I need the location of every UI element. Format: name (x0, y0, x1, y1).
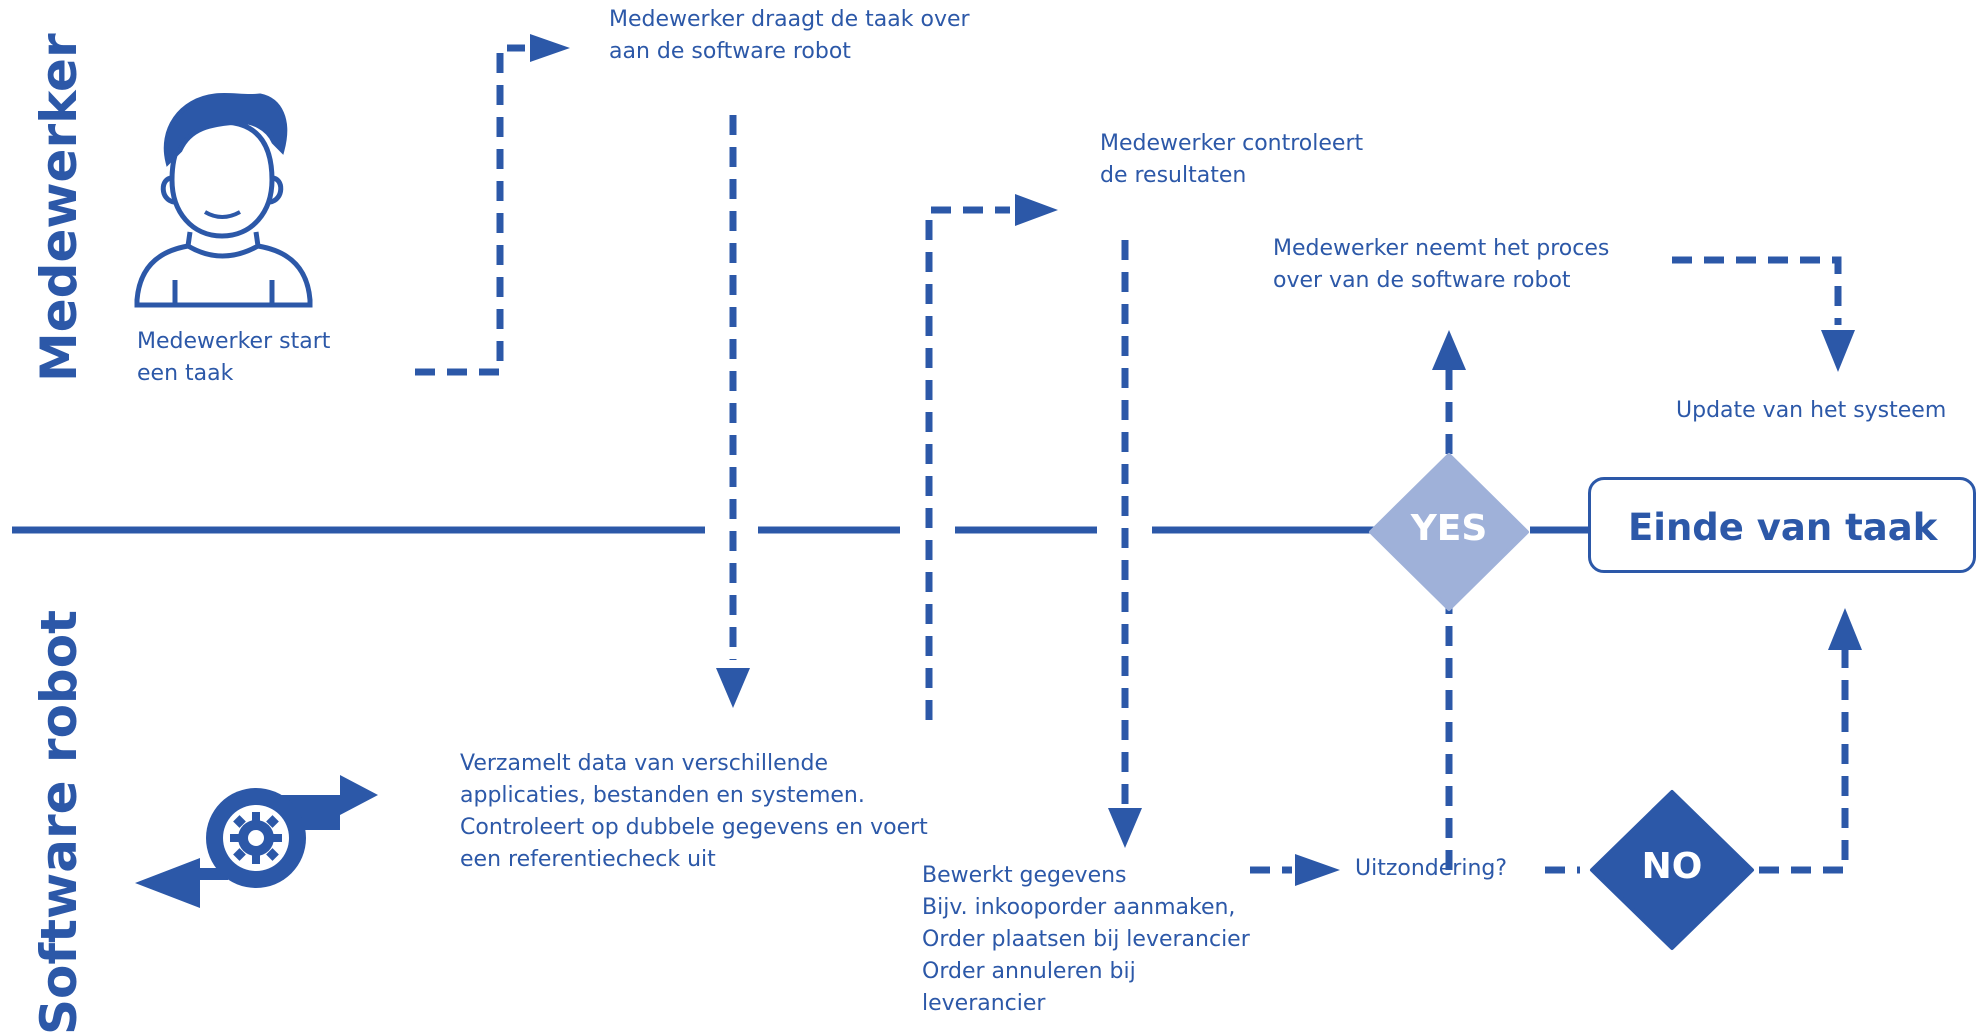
end-of-task-box: Einde van taak (1588, 477, 1976, 573)
step-process-line: Bijv. inkooporder aanmaken, (922, 895, 1236, 920)
step-update-text: Update van het systeem (1676, 398, 1947, 423)
step-collect-line: Verzamelt data van verschillende (460, 751, 829, 776)
step-collect-text: Verzamelt data van verschillende applica… (460, 748, 928, 876)
step-collect-line: applicaties, bestanden en systemen. (460, 783, 865, 808)
flow-arrowheads (530, 34, 1862, 886)
step-collect-line: Controleert op dubbele gegevens en voert (460, 815, 928, 840)
end-of-task-label: Einde van taak (1628, 506, 1938, 549)
user-avatar-icon (134, 92, 313, 308)
no-decision-diamond (1590, 790, 1754, 950)
step-start-line: Medewerker start (137, 329, 331, 354)
step-check-results-text: Medewerker controleert de resultaten (1100, 128, 1363, 192)
step-collect-line: een referentiecheck uit (460, 847, 716, 872)
step-check-results-line: de resultaten (1100, 163, 1247, 188)
step-process-line: leverancier (922, 991, 1046, 1016)
step-takeover-text: Medewerker neemt het proces over van de … (1273, 233, 1609, 297)
step-start-text: Medewerker start een taak (137, 326, 330, 390)
step-takeover-line: Medewerker neemt het proces (1273, 236, 1610, 261)
step-process-line: Order annuleren bij (922, 959, 1136, 984)
step-process-line: Order plaatsen bij leverancier (922, 927, 1250, 952)
step-handover-line: aan de software robot (609, 39, 851, 64)
no-label: NO (1641, 846, 1703, 887)
step-handover-line: Medewerker draagt de taak over (609, 7, 970, 32)
yes-label: YES (1410, 508, 1488, 549)
step-takeover-line: over van de software robot (1273, 268, 1571, 293)
step-process-text: Bewerkt gegevens Bijv. inkooporder aanma… (922, 860, 1250, 1020)
flow-connectors (415, 44, 1849, 874)
software-robot-gear-icon (135, 775, 378, 908)
step-start-line: een taak (137, 361, 234, 386)
step-exception-text: Uitzondering? (1355, 856, 1508, 881)
step-check-results-line: Medewerker controleert (1100, 131, 1364, 156)
step-process-line: Bewerkt gegevens (922, 863, 1127, 888)
step-handover-text: Medewerker draagt de taak over aan de so… (609, 4, 970, 68)
yes-decision-diamond (1369, 453, 1529, 611)
